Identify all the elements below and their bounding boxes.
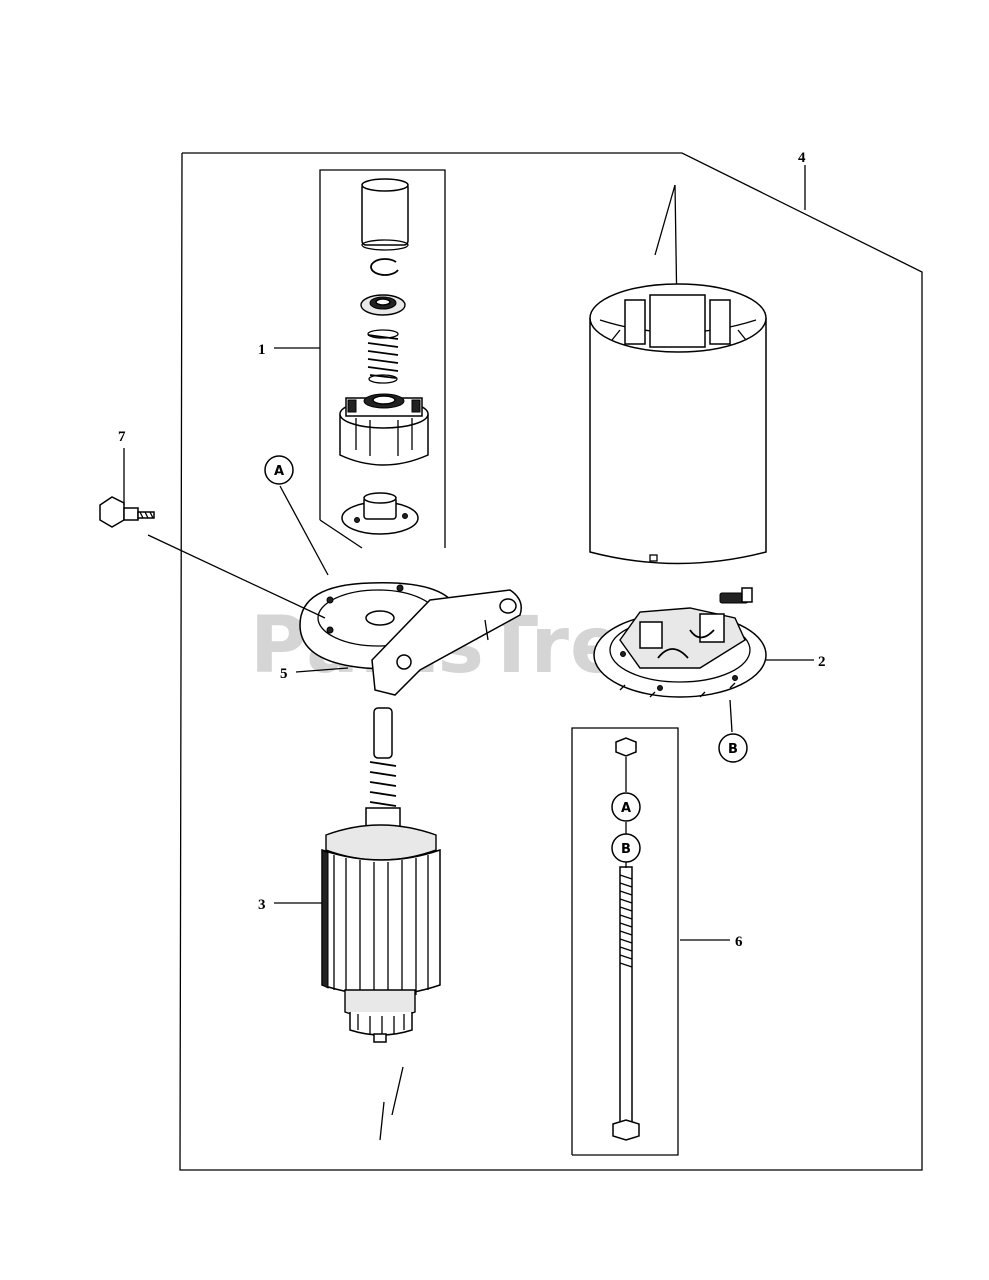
callout-5: 5 xyxy=(280,666,288,682)
drive-kit-group xyxy=(319,169,446,549)
callout-4: 4 xyxy=(798,150,806,166)
thrust-washer xyxy=(341,492,419,535)
callout-3: 3 xyxy=(258,897,266,913)
callout-2: 2 xyxy=(818,654,826,670)
brush-plate xyxy=(593,587,767,698)
callout-7: 7 xyxy=(118,429,126,445)
svg-text:A: A xyxy=(621,801,631,816)
reference-marker-b-brush: B xyxy=(718,733,748,763)
reference-marker-b-kit: B xyxy=(611,833,641,863)
mounting-bracket xyxy=(299,581,522,696)
assembly-frame xyxy=(179,152,923,1171)
callout-1: 1 xyxy=(258,342,266,358)
svg-text:B: B xyxy=(728,742,738,757)
retaining-ring xyxy=(370,258,399,276)
stop-nut xyxy=(360,294,406,316)
pinion-gear xyxy=(339,393,429,466)
callout-6: 6 xyxy=(735,934,743,950)
svg-text:B: B xyxy=(621,842,631,857)
drive-spring xyxy=(367,329,399,384)
motor-housing xyxy=(589,184,767,565)
reference-marker-a-kit: A xyxy=(611,792,641,822)
dust-cover xyxy=(361,178,409,251)
reference-marker-a-bracket: A xyxy=(264,455,294,485)
through-bolt-kit xyxy=(571,727,679,1156)
mounting-screw xyxy=(99,496,155,528)
armature xyxy=(321,707,441,1141)
leader-lines xyxy=(123,165,814,941)
svg-text:A: A xyxy=(274,464,284,479)
